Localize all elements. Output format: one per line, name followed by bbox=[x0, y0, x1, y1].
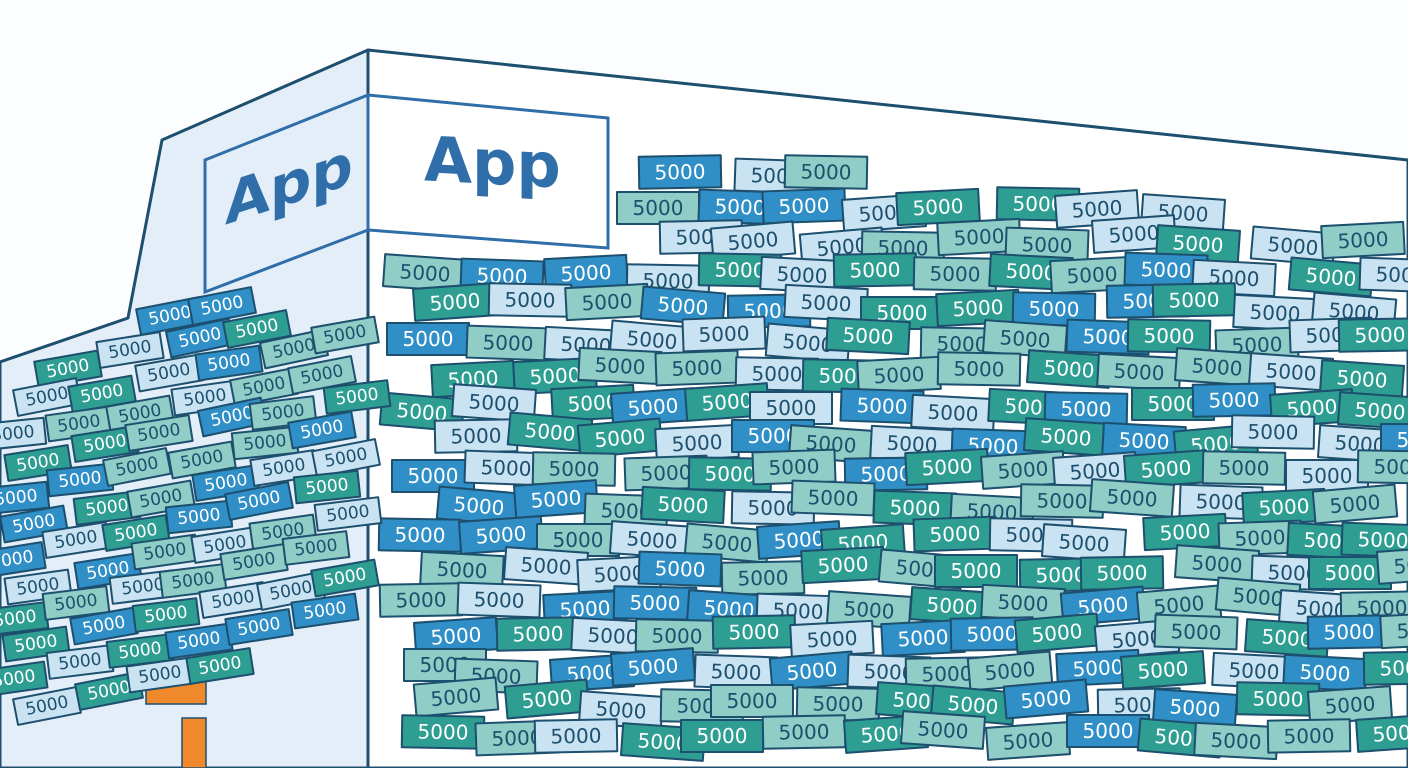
banknote: 5000 bbox=[984, 721, 1072, 761]
banknote: 5000 bbox=[465, 324, 551, 362]
banknote: 5000 bbox=[616, 191, 700, 225]
banknote: 5000 bbox=[1173, 347, 1261, 387]
banknote: 5000 bbox=[495, 616, 581, 652]
banknote: 5000 bbox=[654, 349, 740, 387]
banknote: 5000 bbox=[11, 685, 83, 727]
banknote: 5000 bbox=[1230, 414, 1316, 450]
banknote: 5000 bbox=[912, 256, 998, 292]
banknote: 5000 bbox=[1311, 483, 1399, 525]
banknote: 5000 bbox=[934, 554, 1018, 588]
banknote: 5000 bbox=[378, 582, 464, 618]
banknote: 5000 bbox=[377, 517, 463, 553]
banknote: 5000 bbox=[456, 581, 542, 619]
banknote: 5000 bbox=[313, 496, 383, 532]
front-sign-frame bbox=[366, 93, 610, 250]
banknote: 5000 bbox=[487, 282, 573, 318]
banknote: 5000 bbox=[400, 714, 486, 750]
banknote: 5000 bbox=[411, 282, 499, 322]
banknote: 5000 bbox=[1191, 382, 1277, 418]
banknote: 5000 bbox=[825, 316, 911, 356]
banknote: 5000 bbox=[761, 187, 847, 225]
banknote: 5000 bbox=[800, 545, 886, 585]
banknote: 5000 bbox=[936, 351, 1022, 387]
banknote: 5000 bbox=[503, 678, 591, 720]
banknote: 5000 bbox=[681, 315, 767, 353]
banknote: 5000 bbox=[609, 647, 697, 687]
banknote: 5000 bbox=[640, 485, 726, 525]
banknote: 5000 bbox=[761, 714, 847, 750]
banknote: 5000 bbox=[637, 550, 723, 588]
banknote: 5000 bbox=[1013, 612, 1101, 654]
banknote: 5000 bbox=[720, 560, 806, 596]
banknote: 5000 bbox=[1022, 417, 1110, 457]
banknote: 5000 bbox=[0, 416, 48, 452]
banknote: 5000 bbox=[783, 154, 869, 190]
banknote: 5000 bbox=[1362, 650, 1408, 686]
banknote: 5000 bbox=[899, 710, 987, 750]
banknote: 5000 bbox=[433, 418, 519, 454]
banknote: 5000 bbox=[1379, 610, 1408, 650]
banknote: 5000 bbox=[386, 322, 470, 356]
banknote: 5000 bbox=[310, 558, 380, 598]
banknote: 5000 bbox=[710, 684, 794, 718]
banknote: 5000 bbox=[1151, 282, 1237, 318]
banknote: 5000 bbox=[790, 479, 876, 517]
banknote: 5000 bbox=[1201, 450, 1287, 486]
banknote: 5000 bbox=[1119, 650, 1207, 690]
banknote: 5000 bbox=[1375, 545, 1408, 585]
banknote: 5000 bbox=[832, 252, 918, 288]
banknote: 5000 bbox=[412, 676, 500, 718]
banknote: 5000 bbox=[164, 499, 234, 535]
banknote: 5000 bbox=[1096, 352, 1182, 392]
banknote: 5000 bbox=[533, 718, 619, 754]
banknote: 5000 bbox=[711, 614, 797, 650]
banknote: 5000 bbox=[1153, 613, 1239, 651]
banknote: 5000 bbox=[637, 154, 723, 190]
banknote: 5000 bbox=[910, 393, 996, 433]
banknote: 5000 bbox=[1320, 220, 1406, 260]
banknote: 5000 bbox=[912, 515, 998, 553]
banknote: 5000 bbox=[612, 585, 698, 621]
banknote: 5000 bbox=[1354, 713, 1408, 753]
banknote: 5000 bbox=[577, 346, 663, 386]
banknote: 5000 bbox=[1356, 449, 1408, 485]
banknote: 5000 bbox=[564, 282, 650, 322]
banknote: 5000 bbox=[1337, 317, 1408, 353]
banknote: 5000 bbox=[391, 459, 475, 493]
banknote: 5000 bbox=[1266, 718, 1352, 754]
banknote: 5000 bbox=[310, 315, 380, 355]
banknote: 5000 bbox=[860, 296, 944, 330]
banknote: 5000 bbox=[1358, 256, 1408, 294]
banknote: 5000 bbox=[904, 447, 990, 487]
banknote: 5000 bbox=[1088, 478, 1176, 518]
banknote: 5000 bbox=[1079, 555, 1165, 591]
banknote: 5000 bbox=[680, 719, 764, 753]
